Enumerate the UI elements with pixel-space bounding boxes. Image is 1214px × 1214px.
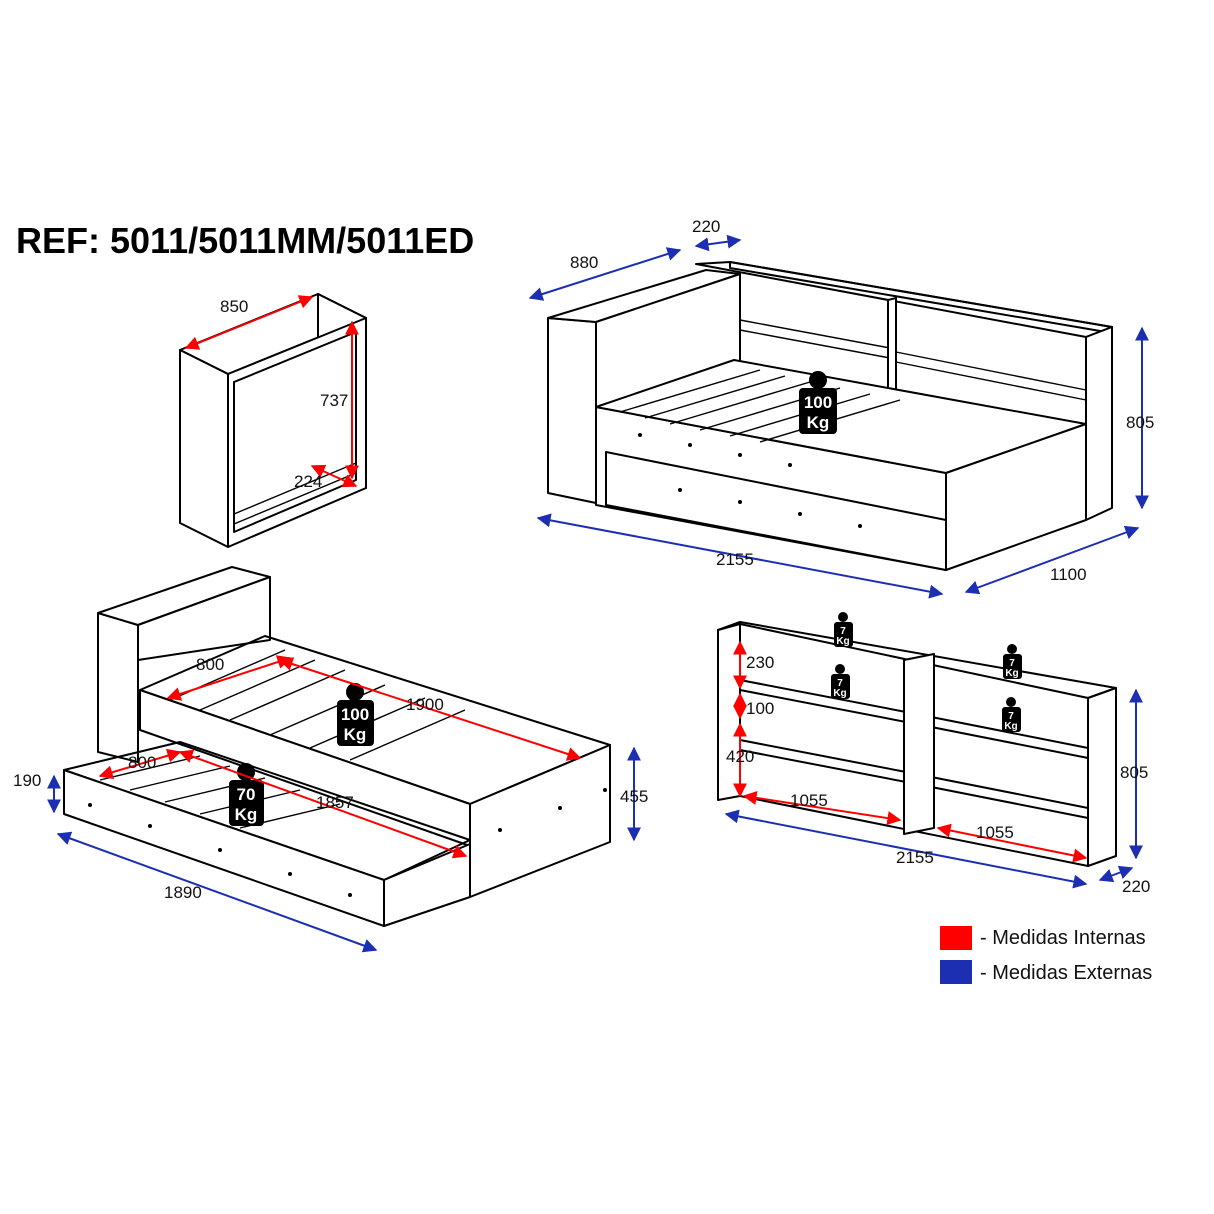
shelf-load-weight-3: 7: [1009, 658, 1015, 669]
dim-trundle-length: 1857: [316, 793, 354, 812]
dim-bed-depth: 880: [570, 253, 598, 272]
dim-bed-width-2: 800: [196, 655, 224, 674]
dim-headboard-width: 850: [220, 297, 248, 316]
shelf-load-unit-2: Kg: [833, 688, 846, 699]
dim-shelf-bay-right: 1055: [976, 823, 1014, 842]
shelf-load-unit-4: Kg: [1004, 721, 1017, 732]
shelf-load-unit-1: Kg: [836, 636, 849, 647]
dim-bed-width: 1100: [1050, 565, 1087, 584]
dim-bed-height-2: 455: [620, 787, 648, 806]
legend-label-internal: - Medidas Internas: [980, 927, 1146, 949]
dim-shelf-small-gap: 100: [746, 699, 774, 718]
dim-total-length: 1890: [164, 883, 202, 902]
reference-title: REF: 5011/5011MM/5011ED: [16, 220, 474, 261]
dim-shelf-total-length: 2155: [896, 848, 934, 867]
dim-headboard-height: 737: [320, 391, 348, 410]
shelf-load-weight-4: 7: [1008, 711, 1014, 722]
dim-bed-length-2: 1900: [406, 695, 444, 714]
bed-load-unit-2: Kg: [344, 725, 367, 744]
legend-swatch-external: [940, 960, 972, 984]
dim-bed-height: 805: [1126, 413, 1154, 432]
shelf-load-unit-3: Kg: [1005, 668, 1018, 679]
trundle-load-unit: Kg: [235, 805, 258, 824]
dim-trundle-width: 800: [128, 753, 156, 772]
legend-swatch-internal: [940, 926, 972, 950]
bed-trundle-view: 100 Kg 70 Kg 800 1900 800 1857 190 455 1…: [13, 566, 648, 953]
dim-shelf-bay-left: 1055: [790, 791, 828, 810]
bed-load-weight: 100: [804, 393, 832, 412]
shelf-load-weight-1: 7: [840, 626, 846, 637]
dim-shelf-gap: 230: [746, 653, 774, 672]
dim-shelf-lower-height: 420: [726, 747, 754, 766]
dim-shelf-depth: 220: [1122, 877, 1150, 896]
dim-headboard-depth: 224: [294, 472, 322, 491]
bed-load-unit: Kg: [807, 413, 830, 432]
dim-trundle-height: 190: [13, 771, 41, 790]
dim-bed-top-depth: 220: [692, 217, 720, 236]
trundle-load-weight: 70: [237, 785, 256, 804]
bed-load-weight-2: 100: [341, 705, 369, 724]
legend: - Medidas Internas - Medidas Externas: [940, 926, 1152, 984]
headboard-side-view: 850 737 224: [179, 293, 367, 548]
shelf-unit-view: 7 Kg 7 Kg 7 Kg 7 Kg 230 100 420 1055 105…: [717, 612, 1150, 896]
dim-bed-length: 2155: [716, 550, 754, 569]
assembled-bed-view: 100 Kg 880 220 805 2155 1100: [528, 217, 1154, 599]
dim-shelf-height: 805: [1120, 763, 1148, 782]
shelf-load-weight-2: 7: [837, 678, 843, 689]
legend-label-external: - Medidas Externas: [980, 962, 1152, 984]
